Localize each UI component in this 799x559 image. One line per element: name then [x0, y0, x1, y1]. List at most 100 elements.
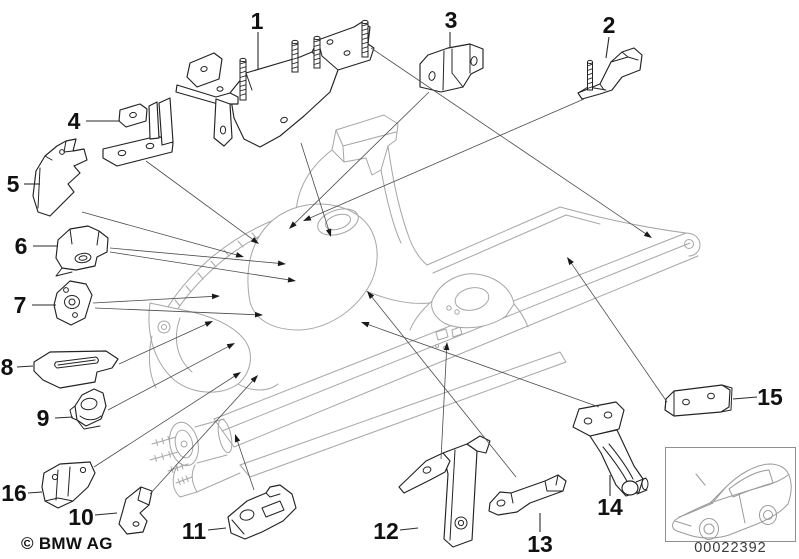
pointer-line: [107, 345, 230, 411]
callout-9: 9: [37, 343, 235, 431]
pointer-arrowhead: [226, 343, 235, 350]
part-2-drawing[interactable]: [577, 47, 643, 100]
callout-3: 3: [289, 7, 457, 229]
callout-number-3[interactable]: 3: [445, 7, 458, 33]
pointer-line: [370, 295, 517, 478]
pointer-arrowhead: [250, 375, 258, 383]
part-13-drawing[interactable]: [488, 474, 567, 516]
pointer-line: [92, 295, 215, 304]
pointer-line: [118, 323, 208, 365]
callout-15: 15: [567, 257, 783, 410]
part-11-drawing[interactable]: [227, 484, 297, 540]
callout-number-10[interactable]: 10: [68, 504, 94, 530]
callout-2: 2: [303, 12, 615, 221]
callout-12: 12: [373, 342, 450, 544]
extra-pointer: [370, 47, 652, 238]
part-4-drawing[interactable]: [102, 97, 174, 167]
callout-number-14[interactable]: 14: [597, 494, 623, 520]
pointer-line: [440, 347, 448, 460]
part-9-drawing[interactable]: [69, 388, 107, 430]
pointer-line: [93, 374, 237, 468]
car-silhouette-icon: [672, 463, 792, 540]
part-8-drawing[interactable]: [33, 350, 119, 389]
callout-number-7[interactable]: 7: [14, 292, 27, 318]
pointer-line: [81, 211, 239, 256]
pointer-arrowhead: [254, 311, 263, 318]
callout-10: 10: [68, 375, 258, 530]
part-5-drawing[interactable]: [32, 138, 88, 217]
body-structure-artwork: [148, 114, 701, 498]
callout-number-1[interactable]: 1: [251, 8, 264, 34]
callout-leader-line: [27, 491, 43, 494]
pointer-line: [145, 160, 255, 241]
pointer-arrowhead: [567, 257, 574, 266]
callout-number-15[interactable]: 15: [757, 384, 783, 410]
pointer-arrowhead: [325, 228, 332, 237]
callout-number-5[interactable]: 5: [7, 171, 20, 197]
callout-number-8[interactable]: 8: [1, 354, 14, 380]
callout-4: 4: [68, 108, 259, 244]
part-15-drawing[interactable]: [664, 384, 733, 417]
part-12-drawing[interactable]: [398, 435, 491, 548]
vehicle-thumbnail[interactable]: [665, 447, 796, 542]
pointer-line: [570, 261, 668, 403]
part-10-drawing[interactable]: [118, 486, 153, 535]
callout-16: 16: [1, 372, 241, 506]
pointer-line: [308, 98, 585, 219]
callout-13: 13: [367, 291, 553, 557]
pointer-arrowhead: [289, 221, 297, 229]
part-drawings: [32, 19, 733, 548]
pointer-line: [94, 307, 258, 316]
pointer-line: [370, 47, 648, 235]
image-number: 00022392: [694, 540, 767, 556]
callout-leader-line: [207, 527, 227, 531]
callout-number-9[interactable]: 9: [37, 405, 50, 431]
pointer-arrowhead: [234, 434, 241, 443]
callout-14: 14: [361, 322, 623, 520]
pointer-arrowhead: [303, 215, 312, 221]
part-1-drawing[interactable]: [175, 19, 375, 148]
pointer-line: [300, 142, 330, 232]
pointer-arrowhead: [643, 231, 652, 238]
callout-number-2[interactable]: 2: [603, 12, 616, 38]
pointer-arrowhead: [367, 291, 375, 299]
pointer-line: [293, 91, 430, 226]
callout-8: 8: [1, 321, 213, 380]
pointer-arrowhead: [211, 293, 220, 300]
pointer-arrowhead: [232, 372, 241, 379]
callout-11: 11: [182, 434, 255, 544]
pointer-arrowhead: [277, 260, 286, 267]
callout-number-6[interactable]: 6: [15, 233, 28, 259]
callout-leader-line: [94, 512, 118, 516]
callout-number-4[interactable]: 4: [68, 108, 81, 134]
callout-5: 5: [7, 171, 244, 258]
callout-number-11[interactable]: 11: [182, 518, 207, 544]
callout-number-12[interactable]: 12: [373, 518, 399, 544]
pointer-line: [109, 251, 291, 281]
pointer-arrowhead: [204, 321, 213, 327]
pointer-line: [236, 439, 255, 491]
pointer-arrowhead: [235, 252, 244, 258]
pointer-arrowhead: [443, 342, 450, 351]
copyright-notice: © BMW AG: [21, 534, 113, 553]
callout-leader-line: [399, 527, 419, 531]
callout-number-16[interactable]: 16: [1, 480, 27, 506]
extra-pointer: [109, 251, 296, 283]
thumbnail-frame: [665, 447, 796, 542]
extra-pointer: [94, 307, 263, 318]
callout-leader-line: [54, 416, 74, 419]
pointer-line: [109, 247, 281, 264]
part-14-drawing[interactable]: [572, 401, 649, 497]
part-6-drawing[interactable]: [55, 225, 109, 277]
part-16-drawing[interactable]: [41, 461, 96, 509]
pointer-arrowhead: [287, 277, 296, 283]
callout-number-13[interactable]: 13: [527, 531, 553, 557]
callout-leader-line: [16, 365, 34, 368]
part-7-drawing[interactable]: [53, 280, 93, 326]
pointer-line: [149, 379, 255, 495]
part-3-drawing[interactable]: [419, 43, 484, 93]
pointer-arrowhead: [361, 322, 370, 328]
